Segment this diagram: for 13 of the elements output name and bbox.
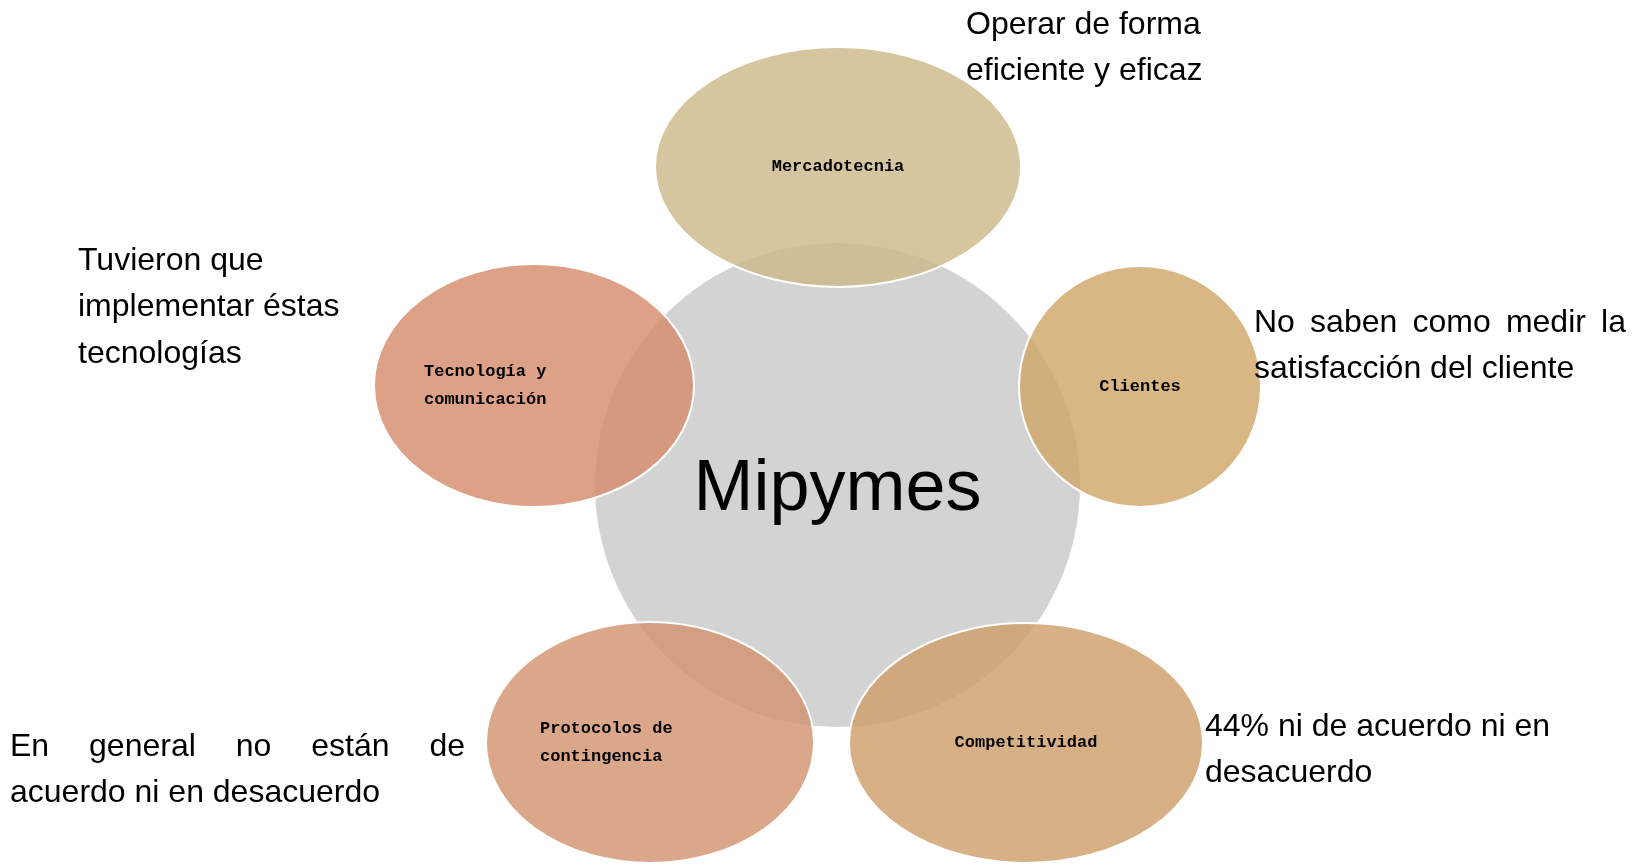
topic-label: Protocolos de contingencia: [540, 718, 674, 768]
topic-ellipse: [485, 621, 815, 864]
topic-label: Competitividad: [954, 732, 1098, 755]
topic-label: Tecnología y comunicación: [424, 361, 548, 411]
node-caption: No saben como medir la satisfacción del cliente: [1254, 302, 1626, 388]
topic-ellipse: [848, 622, 1204, 864]
node-caption: Operar de forma eficiente y eficaz: [966, 4, 1204, 90]
node-caption: En general no están de acuerdo ni en desacuerdo: [10, 726, 465, 812]
node-caption: Tuvieron que implementar éstas tecnologías: [78, 240, 341, 372]
node-caption: 44% ni de acuerdo ni en desacuerdo: [1205, 706, 1552, 792]
topic-label: Clientes: [1099, 375, 1181, 398]
topic-ellipse: [373, 263, 695, 508]
topic-label: Mercadotecnia: [771, 156, 905, 179]
